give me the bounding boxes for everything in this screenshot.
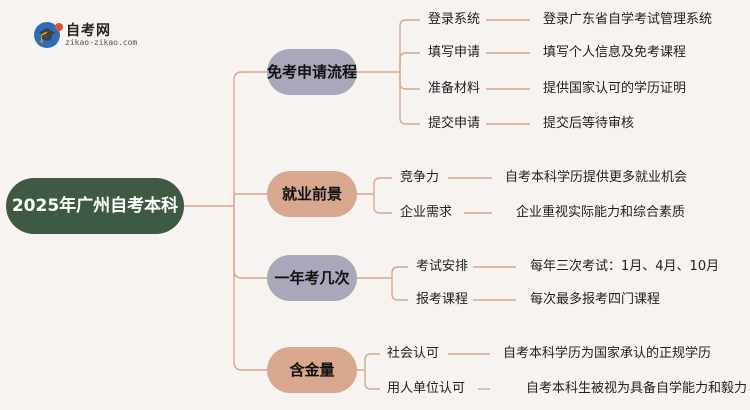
sub-connector [391, 278, 408, 301]
branch-connector [233, 206, 267, 371]
graduation-cap-icon: 🎓 [34, 22, 63, 48]
leaf-key: 填写申请 [428, 45, 481, 60]
leaf-value: 每次最多报考四门课程 [530, 292, 661, 307]
branch-connector [233, 71, 267, 206]
sub-connector [364, 353, 380, 370]
logo-subtitle: zikao-zikao.com [65, 38, 138, 47]
leaf-key: 竞争力 [400, 170, 440, 185]
branch-value: 含金量 [267, 347, 357, 393]
sub-connector [399, 19, 420, 72]
leaf-key: 准备材料 [428, 81, 481, 96]
leaf-value: 自考本科生被视为具备自学能力和毅力 [526, 381, 748, 396]
leaf-value: 登录广东省自学考试管理系统 [543, 12, 713, 27]
sub-connector [391, 266, 408, 278]
sub-connector [373, 194, 392, 214]
sub-connector [364, 370, 380, 390]
leaf-key: 用人单位认可 [387, 381, 466, 396]
sub-connector [373, 177, 392, 194]
leaf-key: 报考课程 [416, 292, 469, 307]
branch-employment-prospects: 就业前景 [267, 171, 357, 217]
sub-connector [399, 72, 420, 125]
sub-connector [399, 72, 420, 90]
leaf-key: 提交申请 [428, 116, 481, 131]
leaf-value: 提供国家认可的学历证明 [543, 81, 687, 96]
branch-exams-per-year: 一年考几次 [267, 255, 357, 301]
root-node: 2025年广州自考本科 [6, 178, 184, 234]
leaf-value: 每年三次考试：1月、4月、10月 [530, 259, 720, 274]
leaf-value: 提交后等待审核 [543, 116, 635, 131]
leaf-key: 考试安排 [416, 259, 469, 274]
logo-title: 自考网 [66, 23, 111, 39]
leaf-value: 填写个人信息及免考课程 [543, 45, 687, 60]
branch-connector [233, 206, 267, 279]
site-logo[interactable]: 🎓 自考网 zikao-zikao.com [34, 18, 144, 52]
leaf-key: 企业需求 [400, 205, 453, 220]
branch-exemption-process: 免考申请流程 [267, 49, 357, 95]
leaf-key: 社会认可 [387, 346, 440, 361]
leaf-value: 自考本科学历提供更多就业机会 [505, 170, 688, 185]
sub-connector [399, 52, 420, 72]
leaf-value: 自考本科学历为国家承认的正规学历 [503, 346, 712, 361]
leaf-value: 企业重视实际能力和综合素质 [516, 205, 686, 220]
leaf-key: 登录系统 [428, 12, 481, 27]
